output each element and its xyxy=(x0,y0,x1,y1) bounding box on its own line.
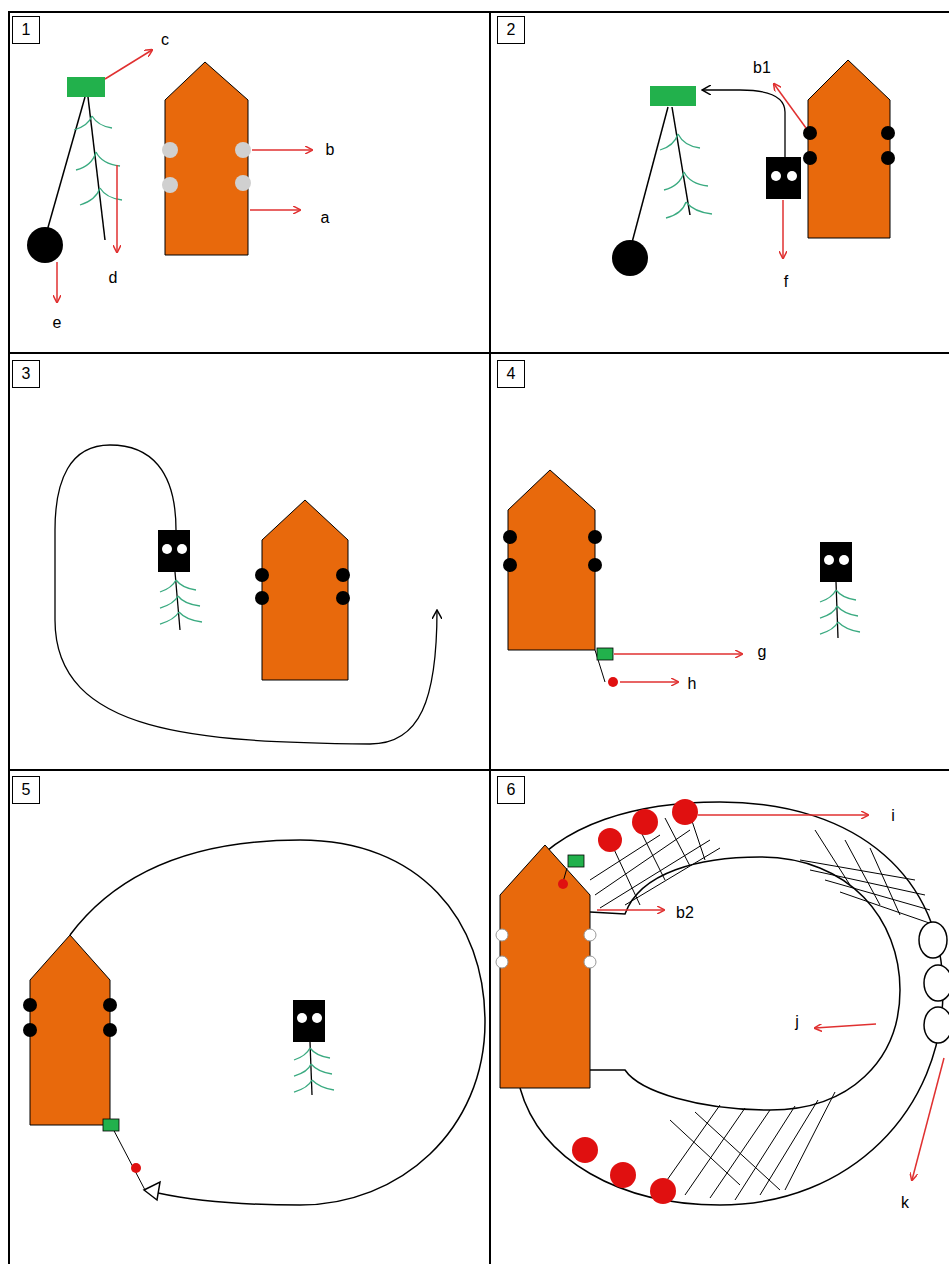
panel-number-box: 1 xyxy=(12,16,40,44)
panel-number-box: 5 xyxy=(12,776,40,804)
callout-letter: e xyxy=(52,314,63,332)
panel-number: 6 xyxy=(507,782,516,798)
callout-letter: j xyxy=(794,1013,800,1031)
panel-number: 5 xyxy=(22,782,31,798)
panel-number: 1 xyxy=(22,22,31,38)
panel-number: 4 xyxy=(507,366,516,382)
panel-4-art xyxy=(503,470,860,687)
panel-number: 2 xyxy=(507,22,516,38)
panel-number-box: 2 xyxy=(497,16,525,44)
callout-letter: d xyxy=(108,269,119,287)
callout-letter: b1 xyxy=(752,59,772,77)
callout-letter: b xyxy=(325,141,336,159)
panel-2-art xyxy=(612,60,895,276)
panel-number-box: 4 xyxy=(497,360,525,388)
callout-letter: a xyxy=(320,209,331,227)
callout-letter: b2 xyxy=(675,904,695,922)
panel-6-art xyxy=(496,799,949,1205)
panel-1-art xyxy=(27,50,312,302)
panel-number: 3 xyxy=(22,366,31,382)
callout-letter: f xyxy=(783,273,789,291)
panel-3-art xyxy=(55,445,437,744)
callout-letter: g xyxy=(757,643,768,661)
callout-letter: c xyxy=(160,31,170,49)
callout-letter: h xyxy=(687,675,698,693)
panel-grid xyxy=(8,12,949,1264)
panel-number-box: 6 xyxy=(497,776,525,804)
panel-number-box: 3 xyxy=(12,360,40,388)
callout-letter: i xyxy=(890,807,896,825)
panel-5-art xyxy=(23,840,485,1205)
callout-letter: k xyxy=(900,1194,910,1212)
